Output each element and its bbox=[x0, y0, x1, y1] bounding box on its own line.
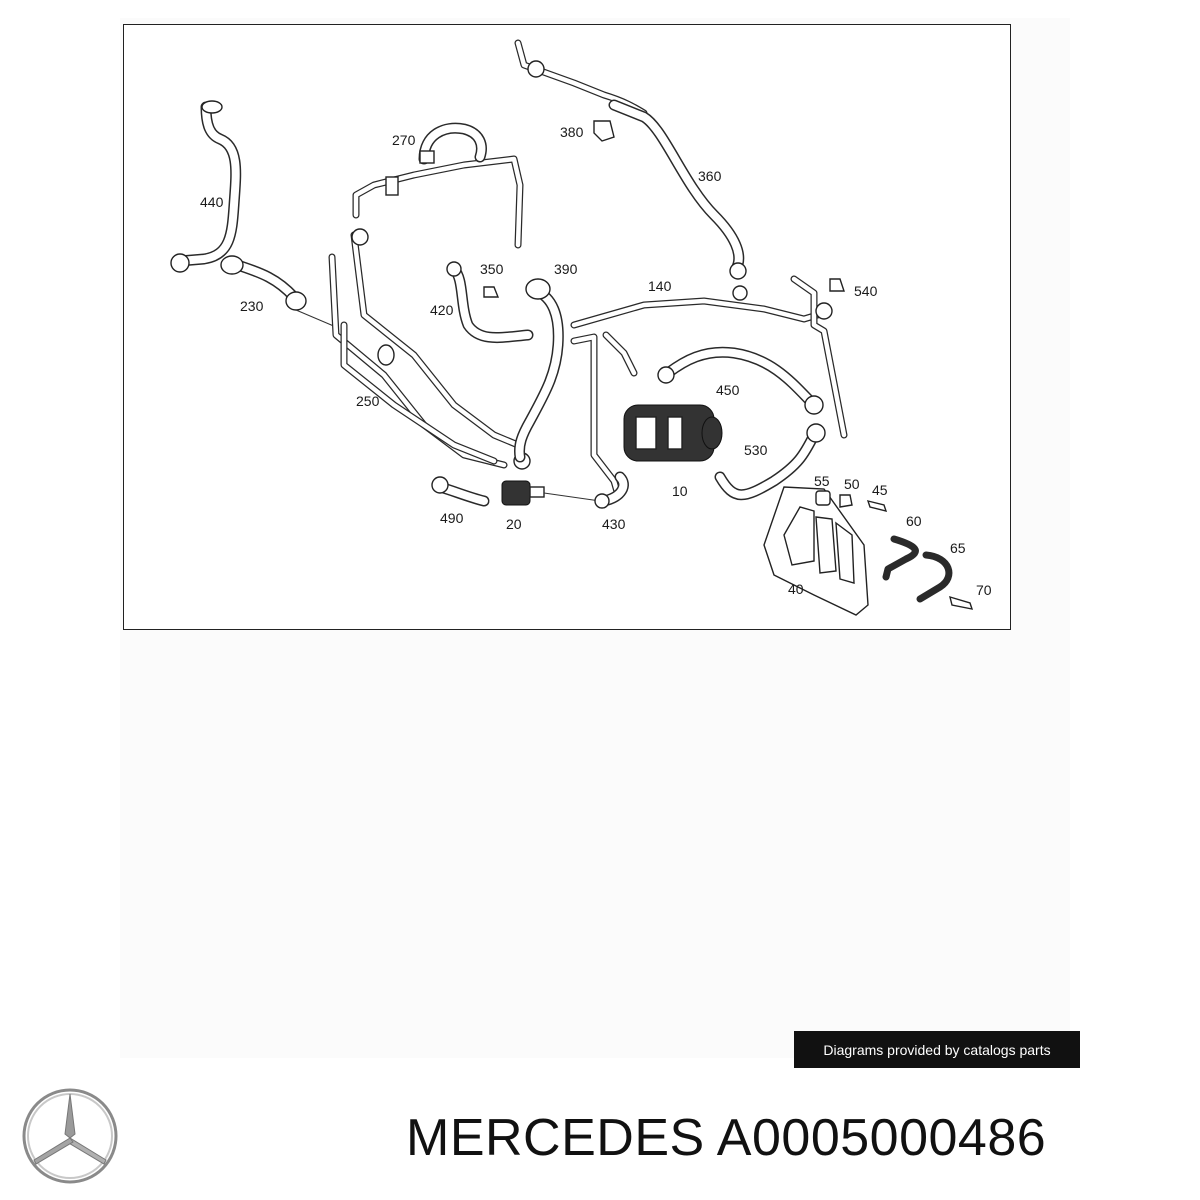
pipe-140 bbox=[570, 275, 848, 499]
brand-name: MERCEDES bbox=[406, 1109, 705, 1167]
part-number: A0005000486 bbox=[716, 1109, 1047, 1167]
callout-70: 70 bbox=[976, 582, 992, 598]
parts-diagram-svg: 440 270 380 360 350 390 230 420 140 540 … bbox=[170, 39, 992, 616]
part-title: MERCEDES A0005000486 bbox=[406, 1108, 1046, 1168]
callout-360: 360 bbox=[698, 168, 722, 184]
parts-diagram: 440 270 380 360 350 390 230 420 140 540 … bbox=[123, 24, 1011, 630]
bolt-70 bbox=[949, 595, 974, 610]
callout-380: 380 bbox=[560, 124, 584, 140]
callout-20: 20 bbox=[506, 516, 522, 532]
callout-140: 140 bbox=[648, 278, 672, 294]
hose-360 bbox=[514, 39, 748, 301]
hose-230 bbox=[220, 255, 337, 328]
hose-420 bbox=[446, 261, 534, 344]
credit-banner: Diagrams provided by catalogs parts bbox=[794, 1031, 1080, 1068]
hose-530 bbox=[714, 423, 826, 501]
bracket-60 bbox=[882, 535, 919, 581]
part-50 bbox=[839, 494, 853, 508]
hose-440 bbox=[170, 100, 242, 273]
hose-490 bbox=[431, 476, 490, 507]
callout-65: 65 bbox=[950, 540, 966, 556]
callout-350: 350 bbox=[480, 261, 504, 277]
callout-530: 530 bbox=[744, 442, 768, 458]
callout-50: 50 bbox=[844, 476, 860, 492]
callout-250: 250 bbox=[356, 393, 380, 409]
pipe-270 bbox=[352, 122, 524, 249]
callout-430: 430 bbox=[602, 516, 626, 532]
callout-450: 450 bbox=[716, 382, 740, 398]
part-55 bbox=[815, 490, 831, 506]
hose-390 bbox=[514, 278, 564, 463]
callout-40: 40 bbox=[788, 581, 804, 597]
callout-440: 440 bbox=[200, 194, 224, 210]
callout-230: 230 bbox=[240, 298, 264, 314]
callout-270: 270 bbox=[392, 132, 416, 148]
clip-540 bbox=[829, 278, 845, 292]
callout-60: 60 bbox=[906, 513, 922, 529]
clip-350 bbox=[483, 286, 500, 298]
callout-540: 540 bbox=[854, 283, 878, 299]
callout-490: 490 bbox=[440, 510, 464, 526]
clip-380 bbox=[593, 120, 615, 142]
callout-10: 10 bbox=[672, 483, 688, 499]
mercedes-star-icon bbox=[22, 1088, 118, 1184]
valve-20 bbox=[501, 480, 601, 506]
callout-45: 45 bbox=[872, 482, 888, 498]
bolt-45 bbox=[866, 500, 888, 512]
callout-55: 55 bbox=[814, 473, 830, 489]
pump-10 bbox=[623, 404, 723, 462]
pipe-250 bbox=[328, 228, 531, 470]
hose-430 bbox=[594, 471, 629, 509]
callout-420: 420 bbox=[430, 302, 454, 318]
bracket-65 bbox=[916, 551, 953, 603]
callout-390: 390 bbox=[554, 261, 578, 277]
plate-40 bbox=[763, 486, 869, 616]
hose-450 bbox=[657, 346, 824, 415]
